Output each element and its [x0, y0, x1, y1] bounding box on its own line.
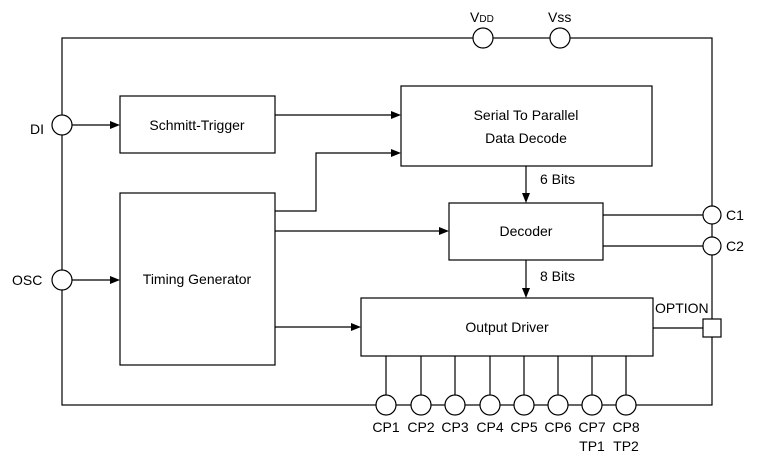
timing-generator-block [119, 192, 276, 366]
cp8-label: CP8 [612, 419, 639, 435]
serial-to-parallel-label-1: Serial To Parallel [474, 107, 579, 123]
decoder-label: Decoder [500, 223, 553, 239]
osc-pin [51, 269, 73, 291]
cp1-pin [375, 394, 397, 416]
vdd-pin [472, 27, 494, 49]
osc-to-timing-arrow [110, 276, 120, 284]
decoder-to-output-arrow [522, 288, 530, 298]
c1-pin [702, 205, 722, 225]
serial-to-decoder-arrow [522, 193, 530, 203]
timing-to-serial-line [275, 152, 393, 212]
timing-to-serial-arrow [391, 149, 401, 157]
six-bits-label: 6 Bits [540, 171, 575, 187]
output-driver-label: Output Driver [465, 319, 549, 335]
eight-bits-label: 8 Bits [540, 268, 575, 284]
serial-to-parallel-label-2: Data Decode [485, 130, 567, 146]
option-pin [702, 318, 722, 338]
di-to-schmitt-arrow [110, 121, 120, 129]
cp4-label: CP4 [476, 419, 503, 435]
c2-label: C2 [726, 238, 744, 254]
cp5-pin [513, 394, 535, 416]
cp4-pin [479, 394, 501, 416]
cp8-pin [615, 394, 637, 416]
timing-to-decoder-arrow [439, 227, 449, 235]
c2-pin [702, 236, 722, 256]
di-pin [51, 114, 73, 136]
timing-generator-label: Timing Generator [143, 271, 252, 287]
cp7-pin [581, 394, 603, 416]
cp3-label: CP3 [441, 419, 468, 435]
tp2-label: TP2 [613, 438, 639, 454]
vss-label: Vss [548, 9, 571, 25]
cp6-pin [547, 394, 569, 416]
schmitt-trigger-block [119, 95, 276, 154]
cp7-label: CP7 [578, 419, 605, 435]
cp2-label: CP2 [407, 419, 434, 435]
serial-to-parallel-block [400, 85, 653, 167]
c1-label: C1 [726, 207, 744, 223]
cp3-pin [444, 394, 466, 416]
vdd-label: VDD [470, 9, 494, 25]
option-label: OPTION [655, 300, 709, 316]
cp5-label: CP5 [510, 419, 537, 435]
cp2-pin [410, 394, 432, 416]
cp6-label: CP6 [544, 419, 571, 435]
cp1-label: CP1 [372, 419, 399, 435]
schmitt-to-serial-arrow [391, 111, 401, 119]
osc-label: OSC [12, 272, 42, 288]
vss-pin [549, 27, 571, 49]
timing-to-output-arrow [351, 323, 361, 331]
tp1-label: TP1 [579, 438, 605, 454]
schmitt-trigger-label: Schmitt-Trigger [149, 117, 245, 133]
di-label: DI [30, 121, 44, 137]
